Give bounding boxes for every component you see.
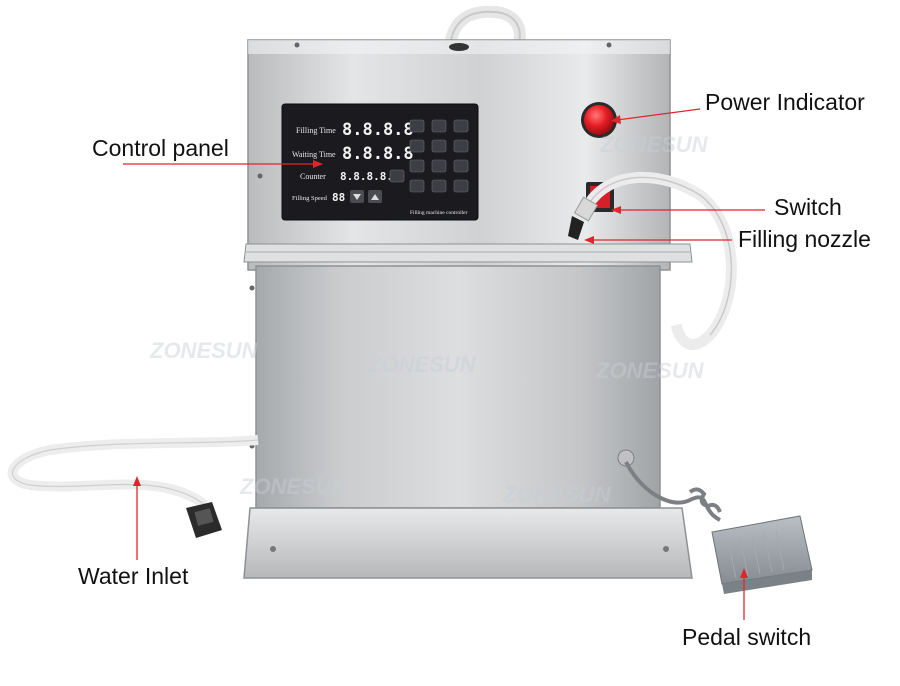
svg-text:ZONESUN: ZONESUN <box>595 358 705 383</box>
svg-text:ZONESUN: ZONESUN <box>599 132 709 157</box>
foot-pedal[interactable] <box>711 515 813 594</box>
power-indicator-label: Power Indicator <box>705 89 865 115</box>
svg-text:8.8.8.8: 8.8.8.8 <box>342 144 414 164</box>
base-plate <box>243 507 693 579</box>
svg-text:8.8.8.8: 8.8.8.8 <box>342 120 414 140</box>
svg-text:Filling machine controller: Filling machine controller <box>410 210 468 216</box>
water-inlet-filter <box>186 502 222 538</box>
callout-arrows <box>123 108 765 620</box>
svg-text:Waiting Time: Waiting Time <box>292 150 336 159</box>
filling-nozzle-label: Filling nozzle <box>738 226 871 252</box>
pedal-switch-label: Pedal switch <box>682 624 812 650</box>
svg-text:Filling Speed: Filling Speed <box>292 195 328 202</box>
nozzle-shelf <box>243 243 693 263</box>
svg-text:ZONESUN: ZONESUN <box>367 352 477 377</box>
power-indicator-light <box>584 105 614 135</box>
svg-text:Filling Time: Filling Time <box>296 126 336 135</box>
lower-housing <box>255 265 661 509</box>
svg-text:ZONESUN: ZONESUN <box>239 474 349 499</box>
control-panel: Filling Time Waiting Time Counter Fillin… <box>281 103 479 221</box>
filling-nozzle <box>568 196 599 240</box>
switch-label: Switch <box>774 194 842 220</box>
svg-text:8.8.8.8.8: 8.8.8.8.8 <box>340 170 400 183</box>
control-panel-label: Control panel <box>92 135 229 161</box>
svg-text:ZONESUN: ZONESUN <box>502 482 612 507</box>
power-indicator-arrow <box>616 108 701 121</box>
water-inlet-label: Water Inlet <box>78 563 189 589</box>
svg-text:Counter: Counter <box>300 172 326 181</box>
svg-text:88: 88 <box>332 191 345 204</box>
svg-text:ZONESUN: ZONESUN <box>149 338 259 363</box>
pedal-cable <box>624 461 722 522</box>
